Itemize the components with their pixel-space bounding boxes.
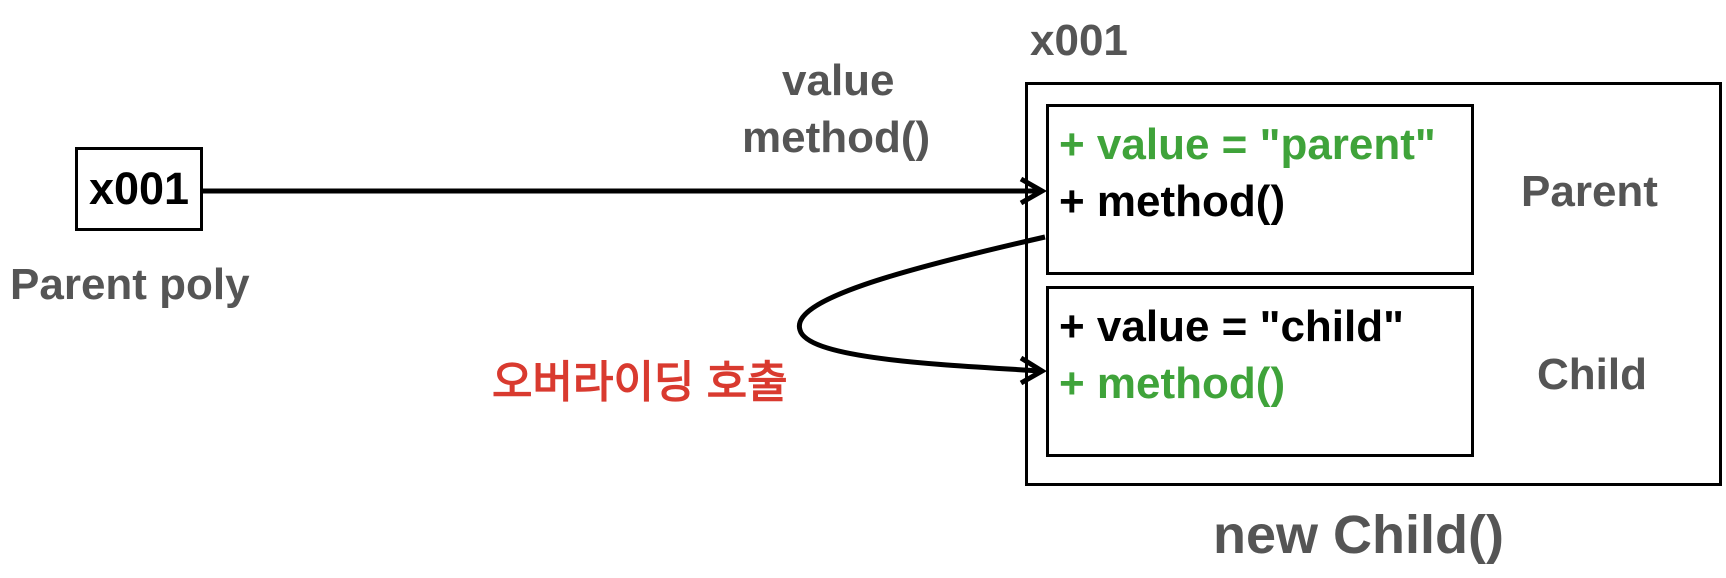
reference-caption: Parent poly bbox=[10, 260, 250, 309]
arrow-label-method: method() bbox=[742, 113, 931, 162]
child-field: + value = "child" bbox=[1059, 302, 1404, 351]
instance-address: x001 bbox=[1030, 16, 1128, 65]
parent-class-box: + value = "parent" + method() bbox=[1046, 104, 1474, 275]
reference-box: x001 bbox=[75, 147, 203, 231]
reference-arrow bbox=[203, 176, 1048, 206]
child-class-name: Child bbox=[1537, 350, 1647, 399]
child-method: + method() bbox=[1059, 359, 1286, 408]
override-call-arrow bbox=[796, 234, 1047, 386]
parent-method: + method() bbox=[1059, 177, 1286, 226]
instance-caption: new Child() bbox=[1213, 505, 1504, 565]
child-class-box: + value = "child" + method() bbox=[1046, 286, 1474, 457]
parent-field: + value = "parent" bbox=[1059, 120, 1436, 169]
parent-class-name: Parent bbox=[1521, 167, 1658, 216]
reference-box-label: x001 bbox=[88, 163, 190, 214]
arrow-label-value: value bbox=[782, 56, 895, 105]
override-call-label: 오버라이딩 호출 bbox=[492, 358, 788, 407]
